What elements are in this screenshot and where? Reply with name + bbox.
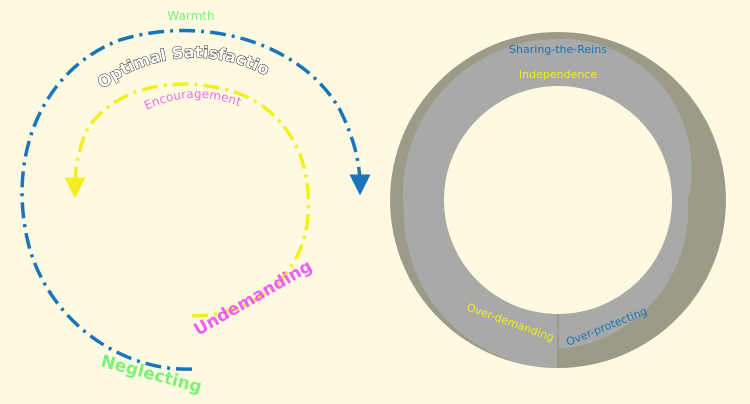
parenting-ring bbox=[390, 32, 726, 369]
sharing-the-reins-label: Sharing-the-Reins bbox=[509, 43, 607, 56]
yellow-spiral-arc bbox=[64, 82, 311, 318]
encouragement-label: Encouragement bbox=[142, 87, 244, 113]
blue-spiral-arc bbox=[20, 28, 371, 371]
neglecting-label: Neglecting bbox=[99, 352, 204, 398]
independence-label: Independence bbox=[519, 68, 597, 81]
optimal-satisfaction-label: Optimal Satisfaction bbox=[0, 0, 273, 92]
warmth-label: Warmth bbox=[167, 9, 214, 23]
ring-hole bbox=[444, 86, 672, 314]
undemanding-label: Undemanding bbox=[191, 256, 316, 340]
